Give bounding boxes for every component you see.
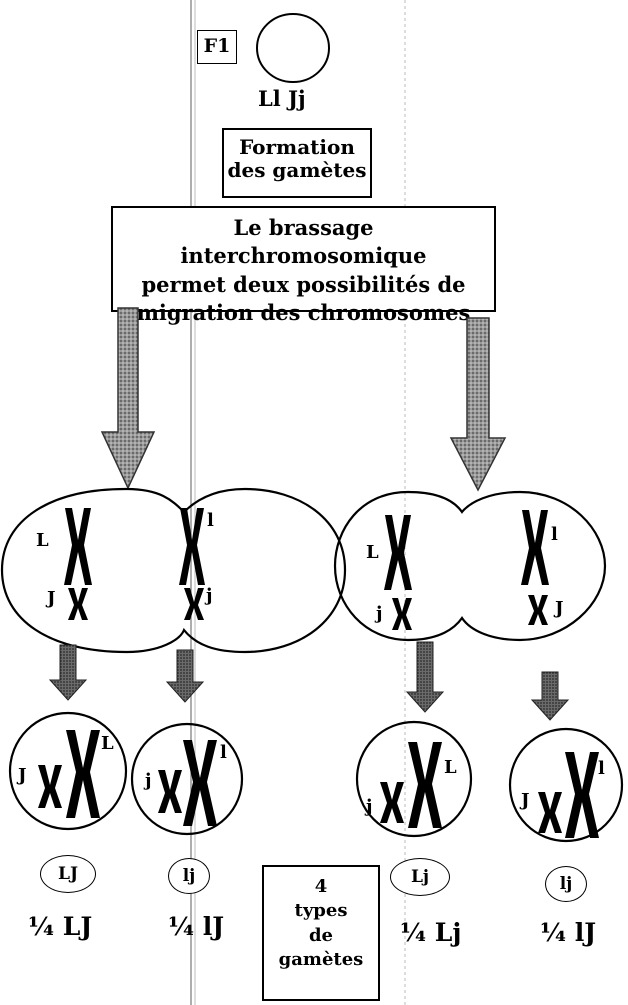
chromosome-label: L bbox=[366, 542, 379, 563]
chromosome-label: j bbox=[376, 603, 383, 624]
summary-line-1: 4 bbox=[264, 875, 378, 899]
gamete-3-proportion: ¼ Lj bbox=[400, 918, 461, 947]
chromosome-label: l bbox=[207, 510, 214, 531]
small-arrow-3-icon bbox=[407, 642, 443, 712]
gamete-3-label-large: L bbox=[444, 757, 457, 778]
chromosome-label: L bbox=[36, 530, 49, 551]
small-arrow-2-icon bbox=[167, 650, 203, 702]
chromosomes-right-cell bbox=[384, 510, 549, 630]
chromosome-small-icon bbox=[392, 598, 412, 630]
chromosome-small-icon bbox=[184, 588, 204, 620]
dividing-cell-left-icon bbox=[2, 489, 345, 652]
gamete-2-label-large: l bbox=[220, 742, 227, 763]
gamete-4-chromosomes bbox=[538, 752, 599, 838]
chromosome-large-icon bbox=[384, 515, 412, 590]
big-arrow-right-icon bbox=[451, 318, 505, 490]
chromosome-label: j bbox=[206, 585, 213, 606]
gamete-4-label-large: l bbox=[598, 758, 605, 779]
gamete-4-proportion: ¼ lJ bbox=[540, 918, 596, 947]
gamete-4-label-small: J bbox=[521, 790, 530, 811]
summary-box: 4 types de gamètes bbox=[262, 865, 380, 1001]
gamete-4-genotype: lj bbox=[545, 866, 587, 902]
chromosome-label: J bbox=[47, 588, 56, 609]
chromosome-large-icon bbox=[64, 508, 92, 585]
gamete-2-label-small: j bbox=[145, 770, 152, 791]
gamete-1-proportion: ¼ LJ bbox=[28, 912, 92, 941]
chromosome-label: l bbox=[551, 524, 558, 545]
chromosome-small-icon bbox=[68, 588, 88, 620]
gamete-1-label-small: J bbox=[18, 765, 27, 786]
chromosome-small-icon bbox=[528, 595, 548, 625]
summary-line-3: de bbox=[264, 924, 378, 948]
small-arrow-4-icon bbox=[532, 672, 568, 720]
gamete-3-chromosomes bbox=[380, 742, 442, 828]
gamete-3-genotype: Lj bbox=[390, 858, 450, 896]
gamete-1-chromosomes bbox=[38, 730, 100, 818]
chromosome-label: J bbox=[555, 598, 564, 619]
big-arrow-left-icon bbox=[102, 308, 154, 488]
gamete-1-genotype: LJ bbox=[40, 855, 96, 893]
chromosomes-left-cell bbox=[64, 508, 205, 620]
small-arrow-1-icon bbox=[50, 645, 86, 700]
chromosome-large-icon bbox=[521, 510, 549, 585]
chromosome-large-icon bbox=[179, 508, 205, 585]
gamete-2-genotype: lj bbox=[168, 858, 210, 894]
gamete-1-label-large: L bbox=[101, 733, 114, 754]
gamete-2-chromosomes bbox=[158, 740, 217, 826]
gamete-3-label-small: j bbox=[366, 796, 373, 817]
gamete-2-proportion: ¼ lJ bbox=[168, 912, 224, 941]
summary-line-2: types bbox=[264, 899, 378, 923]
summary-line-4: gamètes bbox=[264, 948, 378, 972]
gamete-cell-4-icon bbox=[510, 729, 622, 841]
